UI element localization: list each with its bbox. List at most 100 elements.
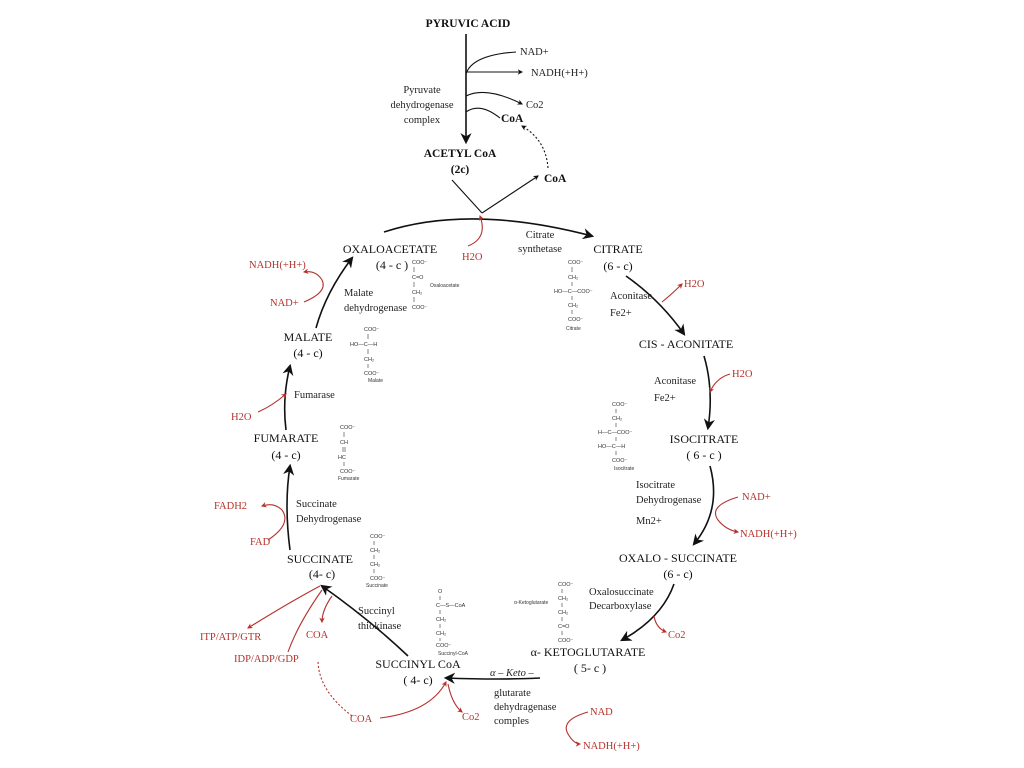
svg-text:COO⁻: COO⁻ xyxy=(568,260,584,266)
cis-aconitate-label: CIS - ACONITATE xyxy=(639,337,733,351)
svg-text:C—S—CoA: C—S—CoA xyxy=(436,603,466,609)
malate-carbons: (4 - c) xyxy=(293,346,322,360)
nadh-icdh: NADH(+H+) xyxy=(740,529,797,540)
h2o-out: H2O xyxy=(684,279,705,290)
svg-text:CH₂: CH₂ xyxy=(558,596,568,602)
svg-text:COO⁻: COO⁻ xyxy=(364,371,380,377)
co2-out-curve xyxy=(465,91,523,105)
coa-sts-curve xyxy=(319,595,333,624)
svg-text:Isocitrate: Isocitrate xyxy=(614,466,635,472)
svg-text:CH₂: CH₂ xyxy=(558,610,568,616)
sts-1: Succinyl xyxy=(358,606,395,617)
h2o-out-curve xyxy=(661,283,683,303)
isocitrate-structure: COO⁻ CH₂ H—C—COO⁻ HO—C—H COO⁻ Isocitrate xyxy=(598,402,635,472)
svg-text:COO⁻: COO⁻ xyxy=(412,305,428,311)
malate-to-oaa-arrow xyxy=(315,256,354,329)
nad-icdh: NAD+ xyxy=(742,492,771,503)
svg-text:HO—C—COO⁻: HO—C—COO⁻ xyxy=(554,289,593,295)
coa-top-label: CoA xyxy=(501,113,524,125)
mn: Mn2+ xyxy=(636,516,662,527)
nad-in-curve xyxy=(465,51,517,75)
succinate-to-fumarate-arrow xyxy=(283,463,295,551)
svg-text:CH₂: CH₂ xyxy=(412,290,422,296)
akgdh-1: α – Keto – xyxy=(490,668,534,679)
cisaconitate-to-isocitrate-arrow xyxy=(703,355,715,431)
mdh-2: dehydrogenase xyxy=(344,303,407,314)
acetyl-coa-label: ACETYL CoA xyxy=(424,148,497,160)
coa-akg: COA xyxy=(350,714,373,725)
svg-text:Citrate: Citrate xyxy=(566,326,581,332)
svg-text:CH₂: CH₂ xyxy=(436,631,446,637)
svg-text:COO⁻: COO⁻ xyxy=(436,643,452,649)
nad-mdh: NAD+ xyxy=(270,298,299,309)
oxaloacetate-label: OXALOACETATE xyxy=(343,242,437,256)
idp-in-curve xyxy=(287,589,323,653)
svg-text:Succinyl-CoA: Succinyl-CoA xyxy=(438,651,469,657)
co2-akg: Co2 xyxy=(462,712,480,723)
fumarate-label: FUMARATE xyxy=(254,431,319,445)
akg-carbons: ( 5- c ) xyxy=(574,661,606,675)
succinyl-coa-carbons: ( 4- c) xyxy=(403,673,432,687)
svg-text:COO⁻: COO⁻ xyxy=(370,534,386,540)
svg-text:COO⁻: COO⁻ xyxy=(340,425,356,431)
succinate-carbons: (4- c) xyxy=(309,567,335,581)
svg-text:COO⁻: COO⁻ xyxy=(364,327,380,333)
isocitrate-label: ISOCITRATE xyxy=(670,432,739,446)
svg-text:CH₂: CH₂ xyxy=(612,416,622,422)
itp-out-curve xyxy=(247,585,321,629)
fe-2: Fe2+ xyxy=(654,393,676,404)
svg-text:CH₂: CH₂ xyxy=(370,562,380,568)
oxaloacetate-structure: COO⁻ C=O CH₂ COO⁻ Oxaloacetate xyxy=(412,260,460,311)
coa-released-label: CoA xyxy=(544,173,567,185)
itp-label: ITP/ATP/GTR xyxy=(200,632,261,643)
h2o-fumarase: H2O xyxy=(231,412,252,423)
oxaloacetate-carbons: (4 - c ) xyxy=(376,258,408,272)
coa-release-arrow xyxy=(481,175,539,214)
akg-to-succinylcoa-arrow xyxy=(443,672,541,684)
svg-text:COO⁻: COO⁻ xyxy=(370,576,386,582)
nadh-akg: NADH(+H+) xyxy=(583,741,640,752)
succinyl-coa-structure: O C—S—CoA CH₂ CH₂ COO⁻ Succinyl-CoA xyxy=(436,589,469,657)
co2-osd-curve xyxy=(653,615,668,633)
fe-1: Fe2+ xyxy=(610,308,632,319)
svg-text:COO⁻: COO⁻ xyxy=(612,458,628,464)
coa-akg-curve xyxy=(379,681,447,719)
svg-text:O: O xyxy=(438,589,443,595)
pdc-label-3: complex xyxy=(404,115,441,126)
svg-text:CH₂: CH₂ xyxy=(568,303,578,309)
fumarate-carbons: (4 - c) xyxy=(271,448,300,462)
malate-label: MALATE xyxy=(284,330,333,344)
svg-text:CH₂: CH₂ xyxy=(436,617,446,623)
coa-sts: COA xyxy=(306,630,329,641)
citrate-carbons: (6 - c) xyxy=(603,259,632,273)
svg-text:COO⁻: COO⁻ xyxy=(612,402,628,408)
osd-1: Oxalosuccinate xyxy=(589,587,654,598)
nad-icdh-curve xyxy=(714,496,740,534)
fumarase: Fumarase xyxy=(294,390,335,401)
akgdh-4: comples xyxy=(494,716,529,727)
aconitase-1: Aconitase xyxy=(610,291,652,302)
nad-mdh-curve xyxy=(302,268,324,303)
svg-text:HO—C—H: HO—C—H xyxy=(598,444,625,450)
svg-text:Succinate: Succinate xyxy=(366,583,388,589)
nadh-top: NADH(+H+) xyxy=(531,68,588,79)
co2-akg-curve xyxy=(447,683,463,713)
svg-text:α-Ketoglutarate: α-Ketoglutarate xyxy=(514,600,549,606)
oxalosuccinate-to-akg-arrow xyxy=(620,583,675,642)
osd-2: Decarboxylase xyxy=(589,601,652,612)
nad-akg-curve xyxy=(565,711,589,747)
fad: FAD xyxy=(250,537,271,548)
svg-text:CH: CH xyxy=(340,440,348,446)
svg-text:CH₂: CH₂ xyxy=(364,357,374,363)
idp-label: IDP/ADP/GDP xyxy=(234,654,299,665)
fumarate-to-malate-arrow xyxy=(282,363,294,431)
akg-structure: COO⁻ CH₂ CH₂ C=O COO⁻ α-Ketoglutarate xyxy=(514,582,574,644)
sdh-2: Dehydrogenase xyxy=(296,514,362,525)
pyruvic-acid-label: PYRUVIC ACID xyxy=(426,18,511,30)
mdh-1: Malate xyxy=(344,288,373,299)
svg-text:Malate: Malate xyxy=(368,378,383,384)
icdh-2: Dehydrogenase xyxy=(636,495,702,506)
h2o-fumarase-curve xyxy=(257,393,287,413)
svg-text:CH₂: CH₂ xyxy=(568,275,578,281)
